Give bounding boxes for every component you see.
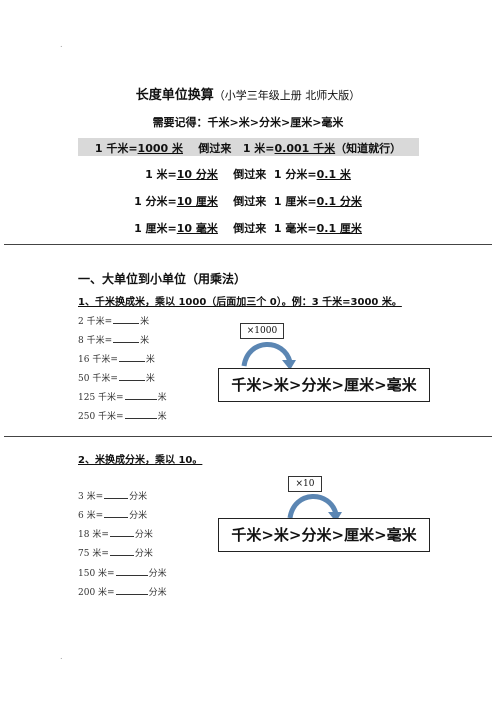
answer-blank[interactable] (113, 314, 140, 324)
row1-mid: 倒过来 (198, 142, 232, 155)
exercise-1-3: 16 千米=米 (78, 352, 155, 365)
corner-dot-top: . (60, 40, 63, 49)
exercise-1-1: 2 千米=米 (78, 314, 149, 327)
conversion-row-2: 1 米=10 分米 倒过来 1 分米=0.1 米 (0, 166, 496, 182)
row4-left-value: 10 毫米 (176, 222, 218, 235)
exercise-2-4: 75 米=分米 (78, 546, 153, 559)
row1-right: 1 米= (242, 142, 275, 155)
answer-blank[interactable] (115, 566, 148, 576)
multiplier-box-10: ×10 (288, 476, 322, 492)
conversion-row-1: 1 千米=1000 米 倒过来 1 米=0.001 千米（知道就行） (0, 140, 496, 156)
row3-right-value: 0.1 分米 (316, 195, 362, 208)
row3-right: 1 厘米= (273, 195, 317, 208)
answer-blank[interactable] (118, 371, 145, 381)
highlight-band (78, 138, 419, 156)
exercise-2-3: 18 米=分米 (78, 527, 153, 540)
answer-blank[interactable] (124, 390, 157, 400)
row1-left: 1 千米= (94, 142, 138, 155)
section2-subheading: 2、米换成分米，乘以 10。 (78, 451, 202, 466)
answer-blank[interactable] (104, 508, 129, 518)
row2-mid: 倒过来 (233, 168, 267, 181)
conversion-row-4: 1 厘米=10 毫米 倒过来 1 毫米=0.1 厘米 (0, 220, 496, 236)
section1-subheading: 1、千米换成米，乘以 1000（后面加三个 0）。例：3 千米=3000 米。 (78, 293, 402, 308)
row3-mid: 倒过来 (233, 195, 267, 208)
exercise-2-2: 6 米=分米 (78, 508, 147, 521)
answer-blank[interactable] (109, 546, 134, 556)
unit-chain-box-1: 千米>米>分米>厘米>毫米 (218, 368, 430, 402)
row2-left-value: 10 分米 (176, 168, 218, 181)
row1-tail: （知道就行） (335, 142, 402, 155)
row2-right-value: 0.1 米 (316, 168, 351, 181)
page-title: 长度单位换算（小学三年级上册 北师大版） (0, 84, 496, 103)
answer-blank[interactable] (113, 333, 140, 343)
row4-left: 1 厘米= (134, 222, 177, 235)
exercise-2-6: 200 米=分米 (78, 585, 167, 598)
row1-right-value: 0.001 千米 (274, 142, 336, 155)
section2-subheading-text: 2、米换成分米，乘以 10。 (78, 455, 203, 466)
curved-arrow-icon (241, 342, 296, 370)
answer-blank[interactable] (104, 489, 129, 499)
row2-right: 1 分米= (273, 168, 317, 181)
exercise-1-4: 50 千米=米 (78, 371, 155, 384)
curved-arrow-icon (287, 494, 342, 522)
exercise-2-5: 150 米=分米 (78, 566, 167, 579)
exercise-1-5: 125 千米=米 (78, 390, 167, 403)
unit-chain-box-2: 千米>米>分米>厘米>毫米 (218, 518, 430, 552)
row4-mid: 倒过来 (233, 222, 267, 235)
title-sub: （小学三年级上册 北师大版） (213, 89, 361, 102)
exercise-2-1: 3 米=分米 (78, 489, 147, 502)
divider-2 (4, 436, 492, 437)
answer-blank[interactable] (109, 527, 134, 537)
section1-heading: 一、大单位到小单位（用乘法） (78, 272, 247, 286)
divider-1 (4, 244, 492, 245)
conversion-row-3: 1 分米=10 厘米 倒过来 1 厘米=0.1 分米 (0, 193, 496, 209)
section1-subheading-text: 1、千米换成米，乘以 1000（后面加三个 0）。例：3 千米=3000 米。 (78, 297, 402, 308)
exercise-1-2: 8 千米=米 (78, 333, 149, 346)
answer-blank[interactable] (115, 585, 148, 595)
answer-blank[interactable] (124, 409, 157, 419)
row2-left: 1 米= (145, 168, 177, 181)
exercise-1-6: 250 千米=米 (78, 409, 167, 422)
multiplier-box-1000: ×1000 (240, 323, 284, 339)
row1-left-value: 1000 米 (137, 142, 183, 155)
corner-dot-bottom: . (60, 652, 63, 661)
row3-left: 1 分米= (134, 195, 177, 208)
title-main: 长度单位换算 (135, 88, 214, 103)
remember-line: 需要记得：千米>米>分米>厘米>毫米 (152, 116, 344, 129)
row4-right: 1 毫米= (273, 222, 317, 235)
answer-blank[interactable] (118, 352, 145, 362)
row4-right-value: 0.1 厘米 (316, 222, 362, 235)
row3-left-value: 10 厘米 (176, 195, 218, 208)
